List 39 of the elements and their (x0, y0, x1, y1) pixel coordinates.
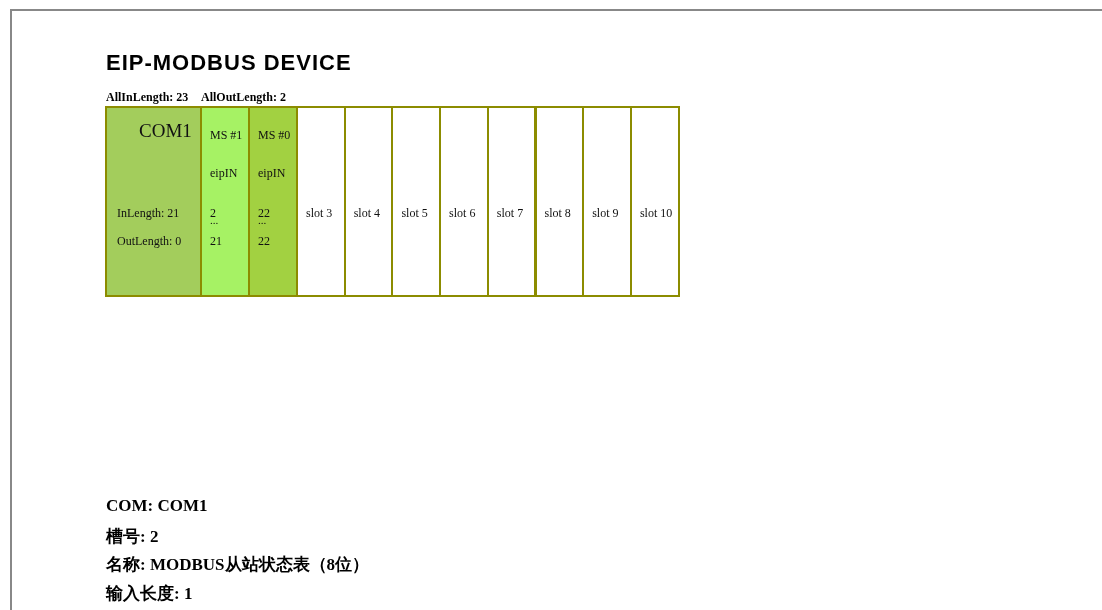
address-label: 22 (258, 206, 270, 221)
empty-slot (439, 106, 489, 297)
empty-slot (391, 106, 442, 297)
slot-label: slot 9 (592, 206, 619, 221)
ellipsis: ... (210, 216, 219, 224)
com-box (105, 106, 202, 297)
port-name: COM1 (139, 120, 192, 142)
empty-slot (486, 106, 537, 297)
empty-slot (582, 106, 632, 297)
module-name: MS #1 (210, 128, 243, 143)
slot-label: slot 4 (353, 206, 381, 221)
property-line: 输入长度: 1 (106, 583, 193, 606)
empty-slot (343, 106, 394, 297)
module-name: MS #0 (258, 128, 291, 143)
address-label: 21 (210, 234, 222, 249)
module-slot (248, 106, 298, 297)
empty-slot (629, 106, 680, 297)
empty-slot (296, 106, 346, 297)
module-type: eipIN (258, 166, 286, 181)
slot-label: slot 8 (544, 206, 571, 221)
length-label: OutLength: 0 (117, 234, 182, 249)
module-type: eipIN (210, 166, 238, 181)
length-summary: AllInLength: 23 (106, 90, 189, 105)
slot-label: slot 3 (306, 206, 333, 221)
length-summary: AllOutLength: 2 (201, 90, 286, 105)
empty-slot (534, 106, 585, 297)
ellipsis: ... (258, 216, 267, 224)
address-label: 2 (210, 206, 216, 221)
slot-label: slot 7 (496, 206, 524, 221)
title: EIP-MODBUS DEVICE (106, 50, 352, 76)
property-line: 槽号: 2 (106, 525, 159, 548)
address-label: 22 (258, 234, 270, 249)
property-line: 名称: MODBUS从站状态表（8位） (106, 554, 370, 577)
length-label: InLength: 21 (117, 206, 180, 221)
slot-label: slot 6 (449, 206, 476, 221)
module-slot (200, 106, 250, 297)
slot-label: slot 10 (639, 206, 673, 221)
property-line: COM: COM1 (106, 496, 208, 516)
slot-label: slot 5 (401, 206, 428, 221)
